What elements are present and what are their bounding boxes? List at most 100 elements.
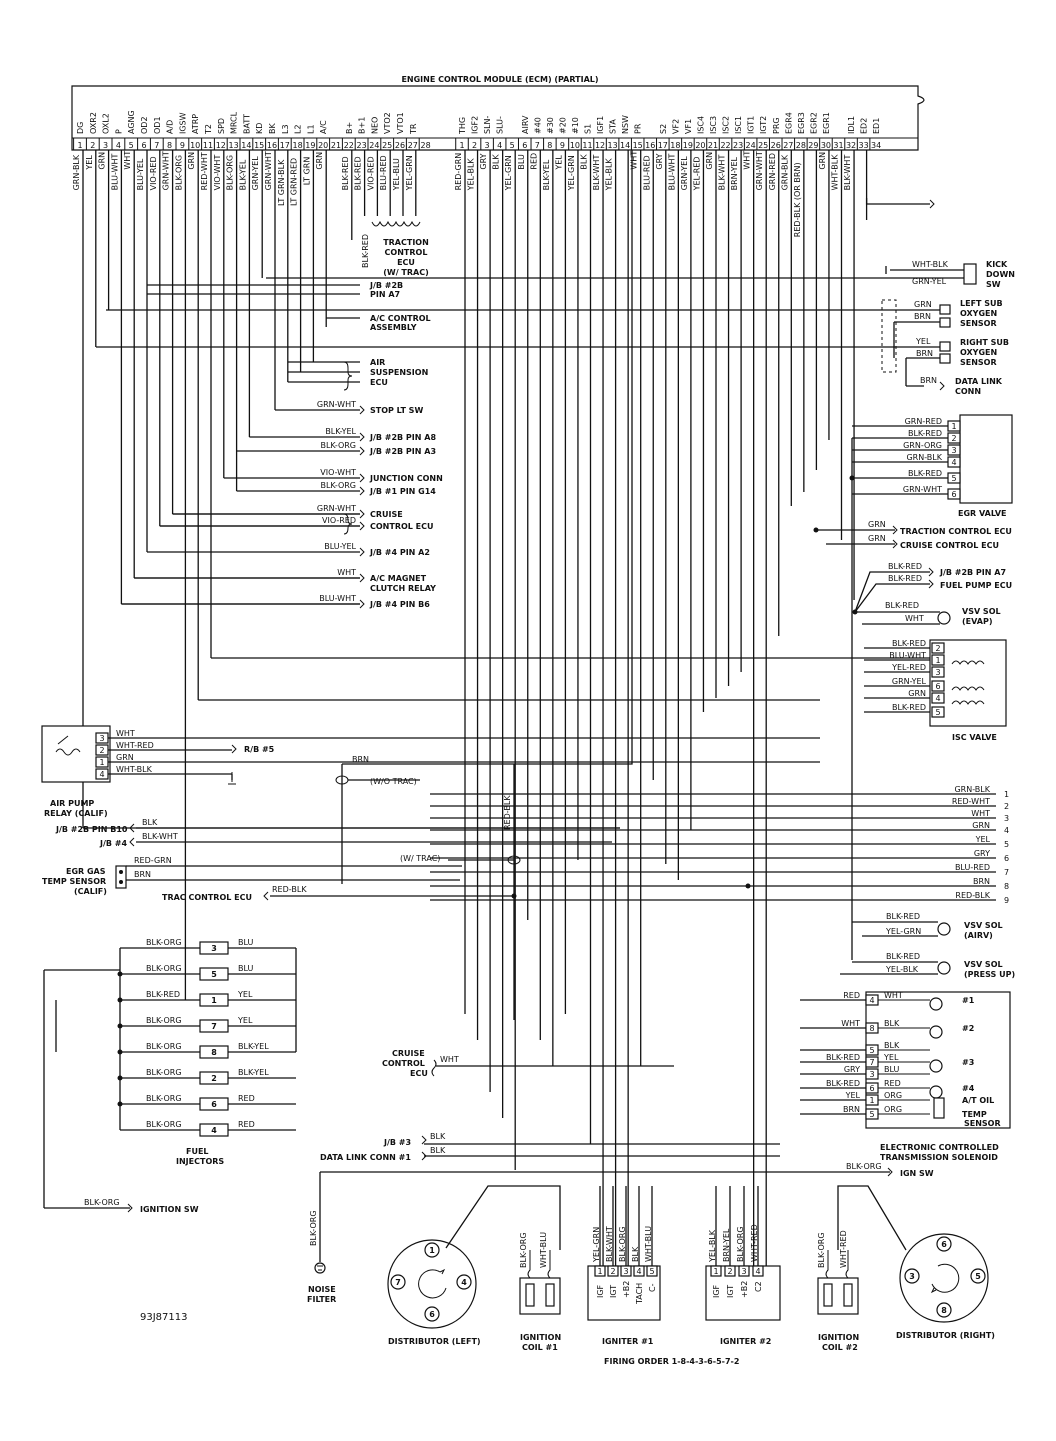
trac-left-text: TRAC CONTROL ECU (162, 893, 252, 902)
dlc1-text: DATA LINK CONN #1 (320, 1153, 411, 1162)
right-pin-19: 19 (683, 141, 693, 150)
right-term-4: SLU- (496, 116, 505, 134)
left-pin-9: 9 (180, 141, 185, 150)
inj-rw-6: BLK-YEL (238, 1068, 269, 1077)
left-term-10: ATRP (191, 114, 200, 134)
igniter1-pin-2: 2 (610, 1267, 615, 1276)
left-term-18: L2 (294, 124, 303, 134)
right-pin-3: 3 (485, 141, 490, 150)
right-pin-29: 29 (808, 141, 818, 150)
bus-num-2: 2 (1004, 802, 1009, 811)
right-pin-31: 31 (833, 141, 843, 150)
left-pin-27: 27 (408, 141, 418, 150)
traction-cruise-ecu-links: GRN GRN TRACTION CONTROL ECU CRUISE CONT… (813, 520, 1012, 550)
right-term-32: IDL1 (847, 116, 856, 134)
right-pin-28: 28 (796, 141, 806, 150)
right-term-6: AIRV (521, 115, 530, 134)
air-pump-pin-2: 2 (99, 746, 104, 755)
right-term-12: IGF1 (596, 116, 605, 134)
igniter-2: IGNITER #2 1IGFYEL-BLK2IGTBRN-YEL3+B2BLK… (705, 1186, 781, 1346)
igniter1-pin-4: 4 (636, 1267, 641, 1276)
left-wire-12: VIO-WHT (213, 155, 222, 191)
ign-sw-r-w: BLK-ORG (846, 1162, 882, 1171)
sol-name-8: TEMP (962, 1110, 987, 1119)
ignition-sw-left: BLK-ORG IGNITION SW (43, 970, 199, 1214)
left-wire-13: BLK-ORG (226, 155, 235, 191)
sol-pin-1: 4 (869, 996, 874, 1005)
left-pin-20: 20 (318, 141, 328, 150)
inj-lw-3: BLK-RED (146, 990, 180, 999)
left-term-8: A/D (166, 120, 175, 134)
ignition-coil-1: BLK-ORG WHT-BLU IGNITION COIL #1 (519, 1232, 561, 1352)
right-term-24: IGT1 (747, 116, 756, 134)
left-dest-wire-15: BLU-YEL (324, 542, 356, 551)
left-term-19: L1 (306, 124, 315, 134)
left-sub-oxygen-sensor: GRN BRN LEFT SUB OXYGEN SENSOR (106, 299, 1003, 328)
bus-num-7: 7 (1004, 868, 1009, 877)
vsv-airv-w2: YEL-GRN (885, 927, 921, 936)
coil2-w1: BLK-ORG (817, 1232, 826, 1268)
inj-num-4: 7 (211, 1022, 217, 1031)
right-pin-11: 11 (582, 141, 592, 150)
bus-wire-8: BRN (973, 877, 990, 886)
left-dest-wire-9: BLK-YEL (325, 427, 356, 436)
right-pin-24: 24 (746, 141, 756, 150)
left-term-16: BK (268, 123, 277, 134)
right-pin-10: 10 (570, 141, 580, 150)
right-pin-18: 18 (670, 141, 680, 150)
right-pin-1: 1 (459, 141, 464, 150)
ro2-l2: OXYGEN (960, 348, 997, 357)
igniter1-term-1: IGF (596, 1284, 605, 1298)
left-term-11: T2 (204, 124, 213, 135)
left-dest-label-8: STOP LT SW (370, 406, 423, 415)
dlc-l1: DATA LINK (955, 377, 1003, 386)
left-term-20: A/C (319, 120, 328, 134)
sol-rw-8: ORG (884, 1105, 902, 1114)
igniter1-pin-3: 3 (623, 1267, 628, 1276)
left-pin-14: 14 (241, 141, 251, 150)
air-pump-wire-1: WHT (116, 729, 135, 738)
inj-rw-8: RED (238, 1120, 255, 1129)
dist-right-num-3: 3 (909, 1272, 915, 1281)
right-term-27: EGR4 (784, 112, 793, 134)
left-dest-wire-16: WHT (337, 568, 356, 577)
cruise-control-ecu-left: CRUISE CONTROL ECU WHT (382, 1049, 674, 1078)
red-blk-label: RED-BLK (503, 795, 512, 830)
left-pin-26: 26 (395, 141, 405, 150)
right-wire-4: BLK (492, 154, 501, 170)
bus-num-3: 3 (1004, 814, 1009, 823)
left-dest-label-18: J/B #4 PIN B6 (369, 600, 430, 609)
egr-pin-4: 4 (951, 458, 956, 467)
sol-pin-8: 5 (869, 1110, 874, 1119)
left-pin-8: 8 (167, 141, 172, 150)
right-pin-8: 8 (547, 141, 552, 150)
inj-lw-7: BLK-ORG (146, 1094, 182, 1103)
jb2b-a7-w: BLK-RED (888, 562, 922, 571)
left-pin-3: 3 (103, 141, 108, 150)
inj-rw-2: BLU (238, 964, 254, 973)
left-wire-19: LT GRN (302, 157, 311, 186)
isc-valve: ISC VALVE 2BLK-RED1BLU-WHT3YEL-RED6GRN-Y… (864, 639, 1007, 742)
egr-pin-2: 2 (951, 434, 956, 443)
air-pump-wire-2: WHT-RED (116, 741, 154, 750)
left-dest-label-10: J/B #2B PIN A3 (369, 447, 436, 456)
left-term-22: B+ (345, 122, 354, 134)
sol-rw-7: ORG (884, 1091, 902, 1100)
vsv-airv-l1: VSV SOL (964, 921, 1003, 930)
sol-rw-4: YEL (883, 1053, 899, 1062)
left-wire-2: YEL (85, 155, 94, 171)
bus-num-8: 8 (1004, 882, 1009, 891)
firing-order: FIRING ORDER 1-8-4-3-6-5-7-2 (604, 1357, 739, 1366)
igniter2-term-1: IGF (712, 1284, 721, 1298)
egr-gas-w2: BRN (134, 870, 151, 879)
egr-pin-6: 6 (951, 490, 956, 499)
left-wire-9: BLK-ORG (174, 155, 183, 191)
right-wire-11: BLK (580, 154, 589, 170)
right-pin-30: 30 (821, 141, 831, 150)
dist-right-label: DISTRIBUTOR (RIGHT) (896, 1331, 995, 1340)
left-dest-label-17: CLUTCH RELAY (370, 584, 436, 593)
kick-w2: GRN-YEL (912, 277, 947, 286)
noise-filter: BLK-ORG NOISE FILTER (307, 1171, 412, 1304)
left-dest-label-13: CRUISE (370, 510, 403, 519)
